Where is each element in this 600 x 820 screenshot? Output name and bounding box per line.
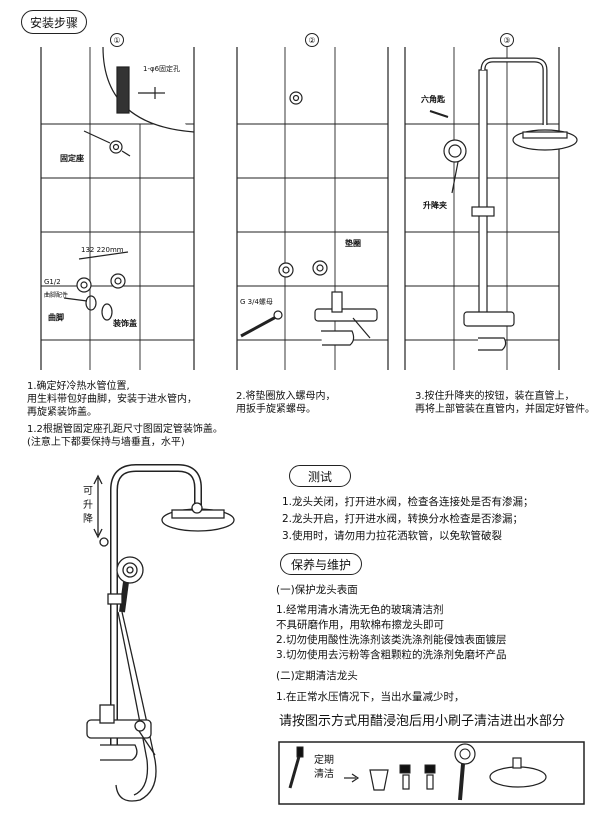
step2-instructions: 2.将垫圈放入螺母内， 用扳手旋紧螺母。 — [236, 390, 336, 416]
liftable-label: 可 升 降 — [83, 485, 93, 527]
text-line: 用扳手旋紧螺母。 — [236, 404, 316, 415]
label-hex-key: 六角匙 — [421, 95, 445, 104]
text-line: 1.2根据管固定座孔距尺寸图固定管装饰盖。 — [27, 424, 223, 435]
test-item: 3.使用时，请勿用力拉花洒软管，以免软管破裂 — [282, 530, 503, 542]
step3-instructions: 3.按住升降夹的按钮，装在直管上， 再将上部管装在直管内，并固定好管件。 — [415, 390, 595, 416]
label-lift-clamp: 升降夹 — [423, 201, 447, 210]
care-sub2: (二)定期清洁龙头 — [276, 670, 358, 682]
section-title-text: 安装步骤 — [29, 15, 78, 30]
step1b-instructions: 1.2根据管固定座孔距尺寸图固定管装饰盖。 (注意上下都要保持与墙垂直，水平) — [27, 423, 223, 449]
step1-instructions: 1.确定好冷热水管位置, 用生料带包好曲脚，安装于进水管内， 再旋紧装饰盖。 — [27, 380, 197, 419]
label-raw-tape: 曲脚配件 — [44, 292, 69, 299]
step1-wall — [40, 46, 195, 370]
text-line: 再旋紧装饰盖。 — [27, 407, 97, 418]
care-item: 2.切勿使用酸性洗涤剂该类洗涤剂能侵蚀表面镀层 — [276, 634, 507, 646]
care-items1: 1.经常用清水清洗无色的玻璃清洁剂 不具研磨作用，用软棉布擦龙头即可 2.切勿使… — [276, 603, 507, 663]
section-title-install: 安装步骤 — [21, 10, 87, 34]
label-g12: G1/2 — [44, 278, 61, 286]
label-g34-nut: G 3/4螺母 — [240, 298, 273, 306]
text-line: 再将上部管装在直管内，并固定好管件。 — [415, 404, 595, 415]
product-diagram — [86, 464, 235, 802]
text-line: 3.按住升降夹的按钮，装在直管上， — [415, 391, 575, 402]
cleaning-label: 定期 清洁 — [314, 754, 334, 782]
care-item: 3.切勿使用去污粉等含粗颗粒的洗涤剂免磨坏产品 — [276, 649, 507, 661]
text-line: 2.将垫圈放入螺母内， — [236, 391, 336, 402]
label-fixing-seat: 固定座 — [60, 154, 84, 163]
care-big-instruction: 请按图示方式用醋浸泡后用小刷子清洁进出水部分 — [279, 714, 566, 729]
test-items: 1.龙头关闭，打开进水阀，检查各连接处是否有渗漏； 2.龙头开启，打开进水阀，转… — [282, 494, 534, 545]
text-line: (注意上下都要保持与墙垂直，水平) — [27, 437, 185, 448]
text-line: 升 — [83, 500, 93, 511]
step-number-1: ① — [110, 33, 124, 47]
label-decor-cover: 装饰盖 — [113, 319, 137, 328]
section-title-care: 保养与维护 — [280, 553, 362, 575]
label-dimension: 132 220mm — [81, 246, 124, 254]
section-title-test: 测试 — [289, 465, 351, 487]
care-items2: 1.在正常水压情况下，当出水量减少时， — [276, 691, 465, 703]
label-fixing-hole: 1-φ6固定孔 — [143, 65, 181, 73]
step-number-2: ② — [305, 33, 319, 47]
step-number-3: ③ — [500, 33, 514, 47]
step3-wall — [404, 47, 578, 370]
test-item: 1.龙头关闭，打开进水阀，检查各连接处是否有渗漏； — [282, 496, 534, 508]
text-line: 用生料带包好曲脚，安装于进水管内， — [27, 394, 197, 405]
label-curved-foot: 曲脚 — [48, 313, 64, 322]
cleaning-box — [278, 741, 585, 805]
test-item: 2.龙头开启，打开进水阀，转换分水检查是否渗漏； — [282, 513, 524, 525]
section-title-text: 保养与维护 — [290, 557, 351, 572]
text-line: 1.确定好冷热水管位置, — [27, 381, 130, 392]
section-title-text: 测试 — [307, 469, 332, 484]
care-item: 1.经常用清水清洗无色的玻璃清洁剂 — [276, 604, 444, 616]
label-washer: 垫圈 — [345, 239, 361, 248]
step2-wall — [236, 47, 389, 370]
care-item: 不具研磨作用，用软棉布擦龙头即可 — [276, 619, 444, 631]
text-line: 降 — [83, 514, 93, 525]
text-line: 定期 — [314, 755, 334, 766]
care-sub1: (一)保护龙头表面 — [276, 584, 358, 596]
text-line: 清洁 — [314, 769, 334, 780]
text-line: 可 — [83, 486, 93, 497]
